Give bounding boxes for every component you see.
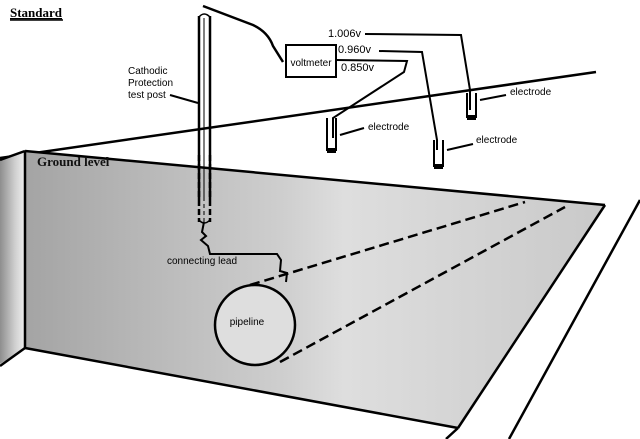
trench-left-wall [0,151,25,364]
connecting-lead-wire [199,221,289,283]
post-to-voltmeter-wire [202,4,285,63]
test-post-leader-line [169,94,199,104]
pipeline [213,200,566,367]
voltmeter-box [285,44,337,78]
lead-0960 [378,50,438,150]
soil-bottom-edge [24,346,459,430]
test-post-label-line-1: Cathodic [128,66,167,77]
connecting-lead-label: connecting lead [167,256,237,267]
ground-level-label: Ground level [37,154,110,169]
reading-0960: 0.960v [338,44,372,56]
electrode-2 [433,140,474,169]
electrode-label-3: electrode [510,87,552,98]
test-post-label-line-2: Protection [128,78,173,89]
electrode-label-2: electrode [476,135,518,146]
trench-left-wall-bottom-edge [0,346,26,368]
soil-cross-section [25,151,605,428]
lead-1006 [364,33,471,110]
lead-0850 [332,59,409,138]
pipeline-label: pipeline [230,317,265,328]
trench-left-wall-edge [0,149,26,162]
electrode-label-1: electrode [368,122,410,133]
electrode-1 [326,118,365,153]
electrode-3 [466,93,507,120]
voltmeter-label: voltmeter [290,58,332,69]
test-post-label: Cathodic Protection test post [128,66,173,101]
ground-surface-far-edge [0,70,597,160]
test-post-label-line-3: test post [128,90,166,101]
reading-1006: 1.006v [328,28,362,40]
soil-corner-tick [445,427,459,439]
trench-far-edge [507,199,640,439]
ground-level-line [24,149,606,207]
page-title: Standard [10,5,63,20]
reading-0850: 0.850v [341,62,375,74]
soil-right-edge [456,204,607,429]
